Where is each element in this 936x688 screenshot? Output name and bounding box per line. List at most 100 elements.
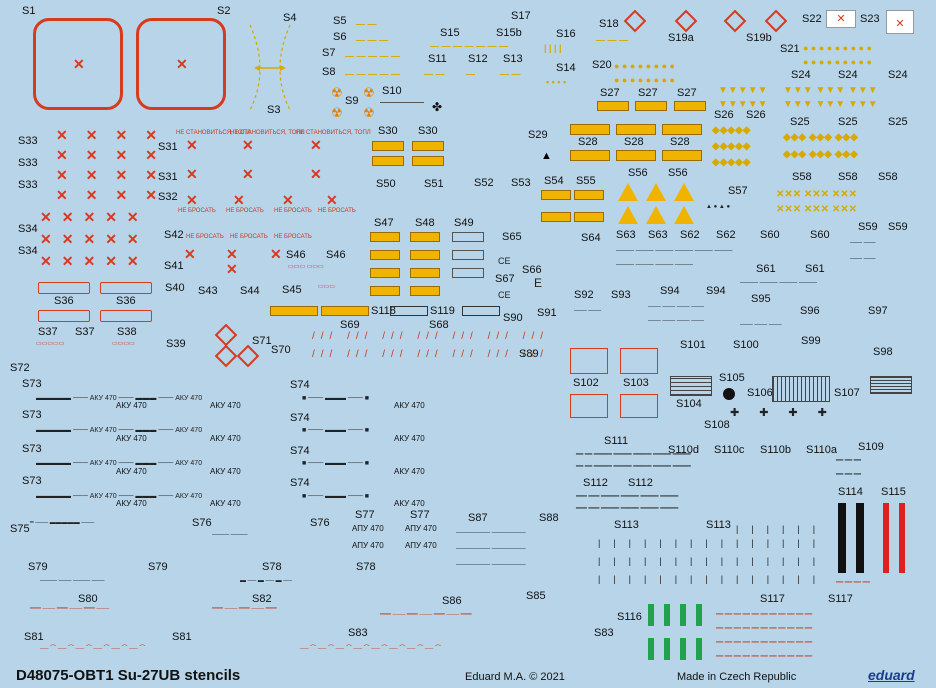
apu-text-3: АПУ 470	[352, 541, 384, 550]
s119-plate	[390, 306, 428, 316]
label-s110a: S110a	[806, 444, 837, 456]
s9-radiation-icon-2: ☢	[363, 85, 375, 100]
label-s58-b: S58	[838, 171, 858, 183]
s25-stencils-2: ◆◆◆ ◆◆◆ ◆◆◆	[783, 149, 858, 160]
label-s60-b: S60	[810, 229, 830, 241]
s116-green-bar-4	[696, 604, 702, 626]
label-s94: S94	[660, 285, 680, 297]
label-s110b: S110b	[760, 444, 791, 456]
s74-row-4: ■ ─── ▬▬▬ ─── ■	[302, 493, 369, 500]
label-s83-b: S83	[594, 627, 614, 639]
label-s24-b: S24	[838, 69, 858, 81]
s2-frame	[136, 18, 226, 110]
label-s48: S48	[415, 217, 435, 229]
label-s36-b: S36	[116, 295, 136, 307]
label-s5: S5	[333, 15, 347, 27]
s66-symbol: E	[534, 276, 543, 290]
label-s25-c: S25	[888, 116, 908, 128]
label-s37: S37	[38, 326, 58, 338]
label-s49: S49	[454, 217, 474, 229]
s116-green-bar-5	[648, 638, 654, 660]
label-s87: S87	[468, 512, 488, 524]
s69-stencil-row-2: /// /// /// /// /// /// ///	[312, 349, 550, 360]
s19b-badge-2	[764, 9, 788, 33]
s55-plate	[574, 190, 604, 200]
s103-plate	[620, 348, 658, 374]
made-in-text: Made in Czech Republic	[677, 671, 797, 683]
label-s81: S81	[24, 631, 44, 643]
s31-cross-3: ✕	[310, 137, 322, 153]
s59-stencil: —— ——	[850, 240, 876, 246]
label-s7: S7	[322, 47, 336, 59]
s25-stencils: ◆◆◆ ◆◆◆ ◆◆◆	[783, 132, 858, 143]
s10-stencil	[380, 102, 424, 103]
s6-stencil: — — —	[356, 35, 389, 45]
s42-text-3: НЕ БРОСАТЬ	[274, 234, 312, 240]
label-s78-b: S78	[356, 561, 376, 573]
s13-stencil: — —	[500, 69, 521, 79]
label-s58-c: S58	[878, 171, 898, 183]
s107-grid	[870, 376, 912, 394]
s116-green-bar-2	[664, 604, 670, 626]
label-s37-b: S37	[75, 326, 95, 338]
s58-stencils-2: ✕✕✕ ✕✕✕ ✕✕✕	[776, 204, 857, 215]
label-s57: S57	[728, 185, 748, 197]
label-s74: S74	[290, 379, 310, 391]
aku-text-2: АКУ 470	[210, 401, 241, 410]
label-s77-b: S77	[410, 509, 430, 521]
s37-stencil: ▭▭▭▭▭	[36, 341, 65, 347]
label-s55: S55	[576, 175, 596, 187]
s22-plate: ✕	[826, 10, 856, 28]
label-s58: S58	[792, 171, 812, 183]
s69-stencil-row: /// /// /// /// /// /// ///	[312, 331, 550, 342]
s102-plate	[570, 348, 608, 374]
s28-plate-2	[616, 124, 656, 135]
s42-cross: ✕	[184, 246, 196, 262]
s27-plate-3	[674, 101, 706, 111]
s83-stencil: ── ⌒ ── ⌒ ── ⌒ ── ⌒ ── ⌒ ── ⌒ ── ⌒ ── ⌒	[300, 646, 442, 652]
s117-stencils: ━━ ━━ ━━ ━━ ━━ ━━ ━━ ━━ ━━ ━━ ━━	[716, 612, 813, 618]
s76-stencil: ──── ────	[212, 532, 248, 538]
label-s52: S52	[474, 177, 494, 189]
label-s93: S93	[611, 289, 631, 301]
label-s14: S14	[556, 62, 576, 74]
s28-plate-6	[662, 150, 702, 161]
label-s75: S75	[10, 523, 30, 535]
label-s25-b: S25	[838, 116, 858, 128]
label-s28-b: S28	[624, 136, 644, 148]
s75-stencil: ━ ─── ▬▬▬▬▬ ───	[30, 520, 95, 526]
label-s18: S18	[599, 18, 619, 30]
label-s73: S73	[22, 378, 42, 390]
s109-stencil-2: ━━ ━━ ━━	[836, 472, 862, 478]
label-s27-b: S27	[638, 87, 658, 99]
s28-plate-4	[570, 150, 610, 161]
s113-ticks-3: |||||||||||||||	[598, 574, 829, 584]
label-s113-b: S113	[706, 519, 731, 531]
s116-green-bar-8	[696, 638, 702, 660]
s112-stencil-2: ━━━ ━━━ ━━━━━ ━━━━━ ━━━━━ ━━━━━	[576, 506, 679, 512]
s28-plate-5	[616, 150, 656, 161]
label-s33: S33	[18, 135, 38, 147]
s32-cross-4: ✕	[326, 192, 338, 208]
label-s101: S101	[680, 339, 706, 351]
s4-canopy-arrows	[249, 24, 291, 111]
label-s102: S102	[573, 377, 599, 389]
s79-stencil: ──── ─── ──── ───	[40, 578, 105, 584]
label-s108: S108	[704, 419, 730, 431]
s1-cross: ✕	[73, 56, 85, 72]
label-s28-c: S28	[670, 136, 690, 148]
s102-plate-2	[570, 394, 608, 418]
label-s45: S45	[282, 284, 302, 296]
s26-stencils: ◆◆◆◆◆	[712, 125, 751, 136]
s116-green-bar-6	[664, 638, 670, 660]
s31-cross-2: ✕	[242, 137, 254, 153]
aku-text-11: АКУ 470	[394, 467, 425, 476]
s116-green-bar	[648, 604, 654, 626]
s36-marking-2	[100, 282, 152, 294]
label-s69: S69	[340, 319, 360, 331]
s33-cross-row-3: ✕✕✕✕	[56, 167, 175, 183]
s30-plate-4	[412, 156, 444, 166]
s74-row: ■ ─── ▬▬▬ ─── ■	[302, 395, 369, 402]
s36-marking	[38, 282, 90, 294]
aku-text-12: АКУ 470	[394, 499, 425, 508]
